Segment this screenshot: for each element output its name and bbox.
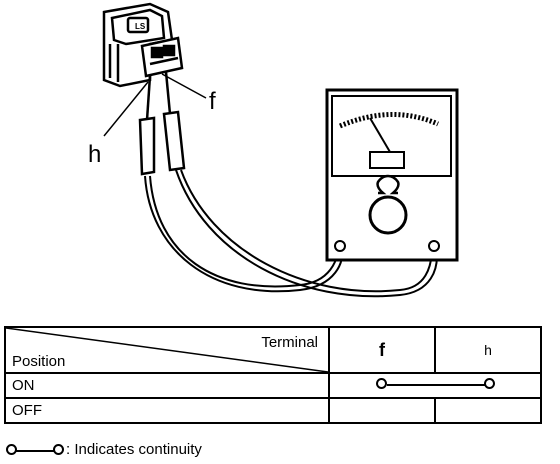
- switch-body: [102, 2, 174, 88]
- terminal-jack-left: [334, 240, 346, 252]
- ohm-symbol: [376, 174, 400, 195]
- continuity-cell-on: [328, 372, 542, 399]
- switch-connector: [140, 36, 184, 78]
- callout-line-h: [103, 81, 149, 137]
- terminal-header-h: h: [434, 326, 542, 374]
- position-off: OFF: [4, 397, 330, 424]
- continuity-symbol: [6, 442, 64, 458]
- position-on: ON: [4, 372, 330, 399]
- test-leads: [144, 169, 438, 298]
- callout-label-f: f: [209, 88, 216, 115]
- header-diagonal-cell: Terminal Position: [4, 326, 330, 374]
- cell-off-f: [328, 397, 436, 424]
- continuity-dot-h: [484, 378, 495, 389]
- switch-marking: LS: [135, 22, 146, 31]
- continuity-link: [387, 384, 485, 386]
- switch-multimeter-illustration: LS: [102, 2, 459, 298]
- table-row: ON: [4, 372, 542, 399]
- test-probes: [138, 71, 186, 176]
- table-header-row: Terminal Position f h: [4, 326, 542, 374]
- legend-link: [15, 449, 55, 452]
- continuity-dot-f: [376, 378, 387, 389]
- legend-dot-right: [53, 443, 64, 455]
- header-terminal-label: Terminal: [261, 334, 318, 351]
- callout-line-f: [161, 73, 207, 99]
- legend: : Indicates continuity: [6, 441, 202, 458]
- meter-needle: [369, 117, 391, 153]
- terminal-jack-right: [428, 240, 440, 252]
- callout-label-h: h: [88, 141, 102, 168]
- header-position-label: Position: [12, 353, 66, 370]
- range-knob: [368, 195, 408, 235]
- header-diagonal: [6, 328, 328, 372]
- meter-scale: [339, 111, 439, 129]
- continuity-table: Terminal Position f h ON OFF: [4, 326, 542, 424]
- table-row: OFF: [4, 397, 542, 424]
- legend-text: : Indicates continuity: [66, 441, 202, 458]
- legend-dot-left: [6, 443, 17, 455]
- terminal-header-f: f: [328, 326, 436, 374]
- cell-off-h: [434, 397, 542, 424]
- multimeter: [325, 88, 459, 262]
